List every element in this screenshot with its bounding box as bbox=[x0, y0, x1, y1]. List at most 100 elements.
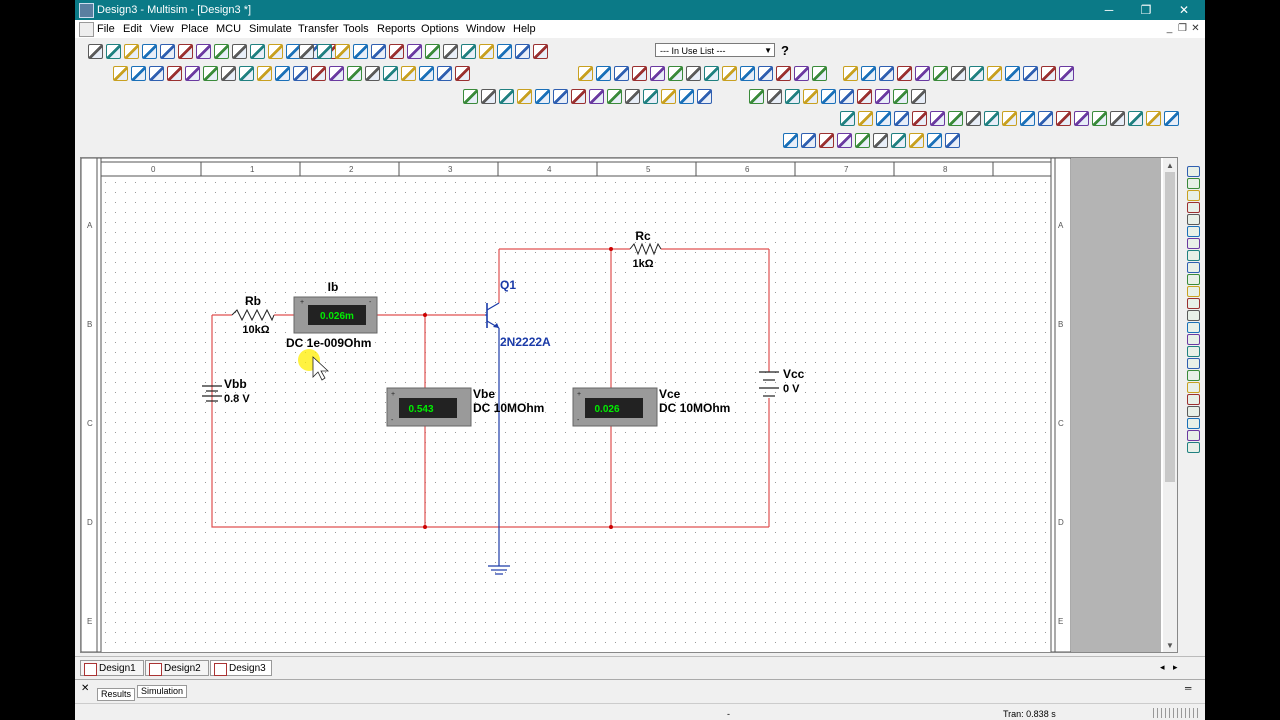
connector-button-icon[interactable] bbox=[891, 133, 906, 148]
instrument-icon[interactable] bbox=[1187, 346, 1200, 357]
instrument-icon[interactable] bbox=[1187, 406, 1200, 417]
close-button[interactable]: ✕ bbox=[1178, 3, 1190, 17]
view-button-icon[interactable] bbox=[425, 44, 440, 59]
standard-button-icon[interactable] bbox=[142, 44, 157, 59]
component-button-icon[interactable] bbox=[167, 66, 182, 81]
view-button-icon[interactable] bbox=[479, 44, 494, 59]
align-button-icon[interactable] bbox=[894, 111, 909, 126]
align-button-icon[interactable] bbox=[876, 111, 891, 126]
component-button-icon[interactable] bbox=[293, 66, 308, 81]
component-button-icon[interactable] bbox=[311, 66, 326, 81]
instrument-icon[interactable] bbox=[1187, 178, 1200, 189]
connector-button-icon[interactable] bbox=[783, 133, 798, 148]
battery-vcc[interactable]: Vcc 0 V bbox=[759, 367, 805, 397]
instrument-button-icon[interactable] bbox=[1005, 66, 1020, 81]
place-probe-button-icon[interactable] bbox=[463, 89, 478, 104]
component-button-icon[interactable] bbox=[113, 66, 128, 81]
component-button-icon[interactable] bbox=[239, 66, 254, 81]
align-button-icon[interactable] bbox=[966, 111, 981, 126]
graph-button-icon[interactable] bbox=[632, 66, 647, 81]
connector-button-icon[interactable] bbox=[837, 133, 852, 148]
graph-button-icon[interactable] bbox=[812, 66, 827, 81]
place-probe-button-icon[interactable] bbox=[481, 89, 496, 104]
standard-button-icon[interactable] bbox=[214, 44, 229, 59]
component-button-icon[interactable] bbox=[131, 66, 146, 81]
place-probe-button-icon[interactable] bbox=[499, 89, 514, 104]
scrollbar-thumb[interactable] bbox=[1165, 172, 1175, 482]
component-button-icon[interactable] bbox=[401, 66, 416, 81]
graph-button-icon[interactable] bbox=[794, 66, 809, 81]
align-button-icon[interactable] bbox=[1092, 111, 1107, 126]
place-probe-button-icon[interactable] bbox=[517, 89, 532, 104]
view-button-icon[interactable] bbox=[371, 44, 386, 59]
view-button-icon[interactable] bbox=[443, 44, 458, 59]
connector-button-icon[interactable] bbox=[945, 133, 960, 148]
tab-results[interactable]: Results bbox=[97, 688, 136, 701]
menu-view[interactable]: View bbox=[150, 23, 174, 35]
component-button-icon[interactable] bbox=[257, 66, 272, 81]
instrument-icon[interactable] bbox=[1187, 214, 1200, 225]
instrument-button-icon[interactable] bbox=[897, 66, 912, 81]
standard-button-icon[interactable] bbox=[232, 44, 247, 59]
connector-button-icon[interactable] bbox=[801, 133, 816, 148]
mdi-minimize-button[interactable]: _ bbox=[1166, 23, 1173, 34]
align-button-icon[interactable] bbox=[1002, 111, 1017, 126]
standard-button-icon[interactable] bbox=[88, 44, 103, 59]
instrument-icon[interactable] bbox=[1187, 262, 1200, 273]
multimeter-vbe[interactable]: 0.543 + - Vbe DC 10MOhm bbox=[386, 387, 544, 427]
instrument-icon[interactable] bbox=[1187, 298, 1200, 309]
align-button-icon[interactable] bbox=[1110, 111, 1125, 126]
connector-button-icon[interactable] bbox=[855, 133, 870, 148]
standard-button-icon[interactable] bbox=[124, 44, 139, 59]
mdi-restore-button[interactable]: ❐ bbox=[1178, 23, 1187, 34]
instrument-icon[interactable] bbox=[1187, 382, 1200, 393]
instrument-icon[interactable] bbox=[1187, 250, 1200, 261]
instrument-button-icon[interactable] bbox=[951, 66, 966, 81]
simulation-button-icon[interactable] bbox=[857, 89, 872, 104]
instrument-icon[interactable] bbox=[1187, 418, 1200, 429]
instrument-button-icon[interactable] bbox=[933, 66, 948, 81]
resistor-rb[interactable]: Rb 10kΩ bbox=[231, 294, 275, 336]
graph-button-icon[interactable] bbox=[614, 66, 629, 81]
menu-edit[interactable]: Edit bbox=[123, 23, 142, 35]
help-icon[interactable]: ? bbox=[781, 43, 789, 58]
instrument-icon[interactable] bbox=[1187, 334, 1200, 345]
view-button-icon[interactable] bbox=[533, 44, 548, 59]
component-button-icon[interactable] bbox=[383, 66, 398, 81]
component-button-icon[interactable] bbox=[347, 66, 362, 81]
component-button-icon[interactable] bbox=[329, 66, 344, 81]
instrument-button-icon[interactable] bbox=[879, 66, 894, 81]
instrument-icon[interactable] bbox=[1187, 274, 1200, 285]
menu-help[interactable]: Help bbox=[513, 23, 536, 35]
simulation-button-icon[interactable] bbox=[803, 89, 818, 104]
tab-scroll-right-icon[interactable]: ▸ bbox=[1173, 662, 1178, 672]
view-button-icon[interactable] bbox=[407, 44, 422, 59]
place-probe-button-icon[interactable] bbox=[571, 89, 586, 104]
simulation-button-icon[interactable] bbox=[749, 89, 764, 104]
place-probe-button-icon[interactable] bbox=[607, 89, 622, 104]
connector-button-icon[interactable] bbox=[873, 133, 888, 148]
align-button-icon[interactable] bbox=[858, 111, 873, 126]
instrument-icon[interactable] bbox=[1187, 430, 1200, 441]
graph-button-icon[interactable] bbox=[740, 66, 755, 81]
resistor-rc[interactable]: Rc 1kΩ bbox=[629, 229, 662, 270]
multimeter-vce[interactable]: 0.026 + - Vce DC 10MOhm bbox=[572, 387, 730, 427]
instrument-icon[interactable] bbox=[1187, 370, 1200, 381]
multimeter-ib[interactable]: 0.026m + - Ib DC 1e-009Ohm bbox=[286, 280, 378, 350]
simulation-button-icon[interactable] bbox=[767, 89, 782, 104]
align-button-icon[interactable] bbox=[840, 111, 855, 126]
graph-button-icon[interactable] bbox=[722, 66, 737, 81]
minimize-button[interactable]: ─ bbox=[1104, 3, 1114, 17]
place-probe-button-icon[interactable] bbox=[679, 89, 694, 104]
view-button-icon[interactable] bbox=[317, 44, 332, 59]
graph-button-icon[interactable] bbox=[668, 66, 683, 81]
instrument-button-icon[interactable] bbox=[1059, 66, 1074, 81]
place-probe-button-icon[interactable] bbox=[697, 89, 712, 104]
instrument-button-icon[interactable] bbox=[1023, 66, 1038, 81]
menu-transfer[interactable]: Transfer bbox=[298, 23, 339, 35]
component-button-icon[interactable] bbox=[149, 66, 164, 81]
align-button-icon[interactable] bbox=[1020, 111, 1035, 126]
spreadsheet-close-icon[interactable]: ✕ bbox=[81, 683, 90, 694]
simulation-button-icon[interactable] bbox=[875, 89, 890, 104]
